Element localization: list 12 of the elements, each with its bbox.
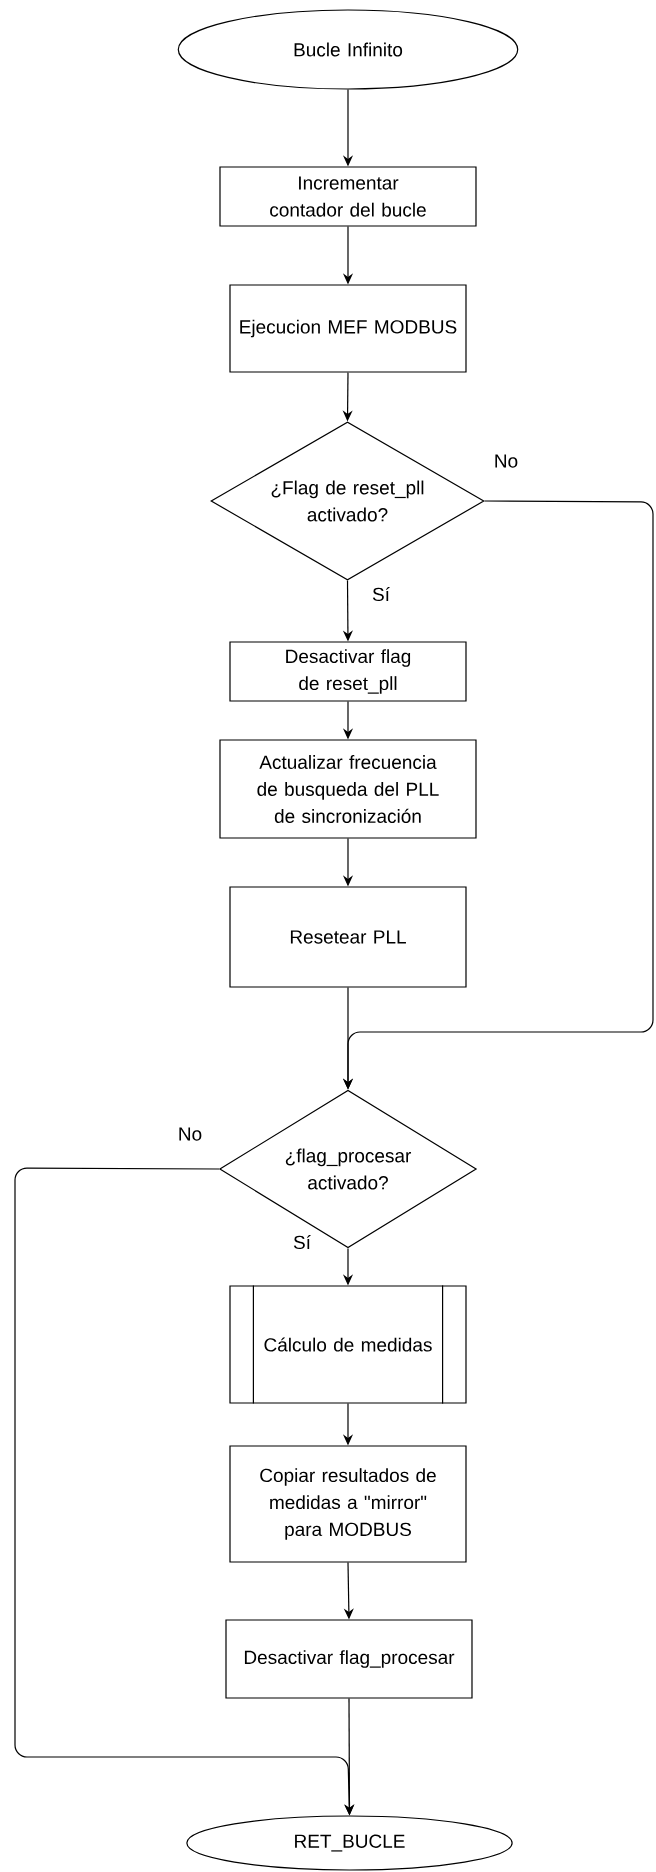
process-box: Ejecucion MEF MODBUS <box>229 284 467 373</box>
edge-label: Sí <box>292 1233 312 1251</box>
edge-label: Sí <box>371 585 391 603</box>
process-box: Copiar resultados de medidas a "mirror" para MODBUS <box>229 1445 467 1563</box>
process-box: Incrementar contador del bucle <box>219 166 477 227</box>
process-box: Desactivar flag_procesar <box>225 1619 473 1699</box>
subprocess-box: Cálculo de medidas <box>229 1284 467 1405</box>
process-box: Resetear PLL <box>229 886 467 988</box>
edge-label: No <box>176 1126 204 1142</box>
edge-label: No <box>492 453 520 469</box>
process-box: Desactivar flag de reset_pll <box>229 641 467 702</box>
process-box: Actualizar frecuencia de busqueda del PLL de sincronización <box>219 739 477 839</box>
